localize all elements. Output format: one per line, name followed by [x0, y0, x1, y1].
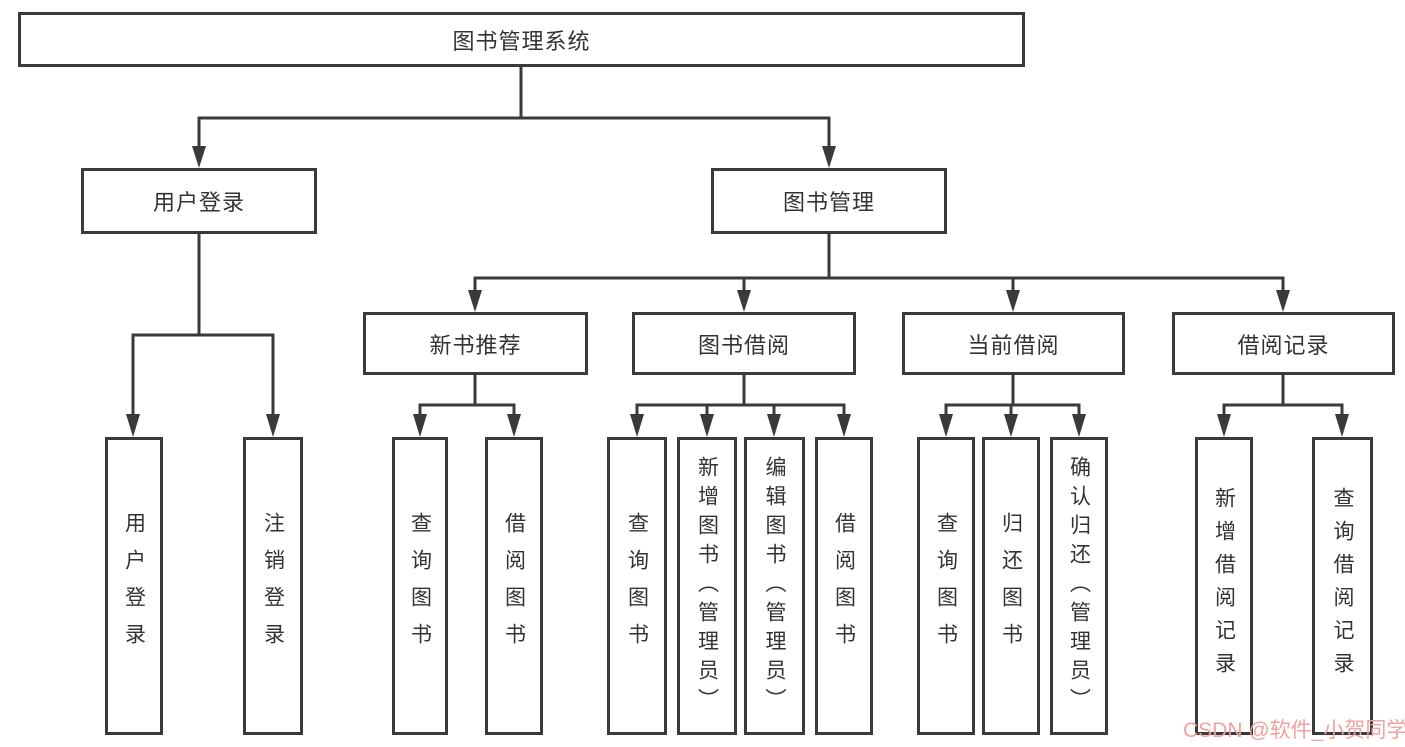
node-user-login: 用户登录 [81, 168, 317, 234]
leaf-logout: 注销登录 [243, 437, 303, 735]
leaf-user-login: 用户登录 [105, 437, 163, 735]
leaf-confirm-return-admin: 确认归还（管理员） [1050, 437, 1108, 735]
leaf-borrow-books-recommend: 借阅图书 [485, 437, 543, 735]
leaf-query-books-borrow: 查询图书 [607, 437, 667, 735]
node-book-management: 图书管理 [711, 168, 947, 234]
leaf-borrow-books: 借阅图书 [815, 437, 873, 735]
arrowheads [126, 146, 1349, 437]
leaf-query-books-recommend: 查询图书 [392, 437, 448, 735]
leaf-query-borrow-record: 查询借阅记录 [1312, 437, 1373, 735]
node-root: 图书管理系统 [18, 12, 1025, 67]
leaf-query-books-current: 查询图书 [917, 437, 975, 735]
node-borrow-records: 借阅记录 [1172, 312, 1395, 375]
watermark: CSDN @软件_小贺同学 [1183, 719, 1405, 742]
node-current-borrow: 当前借阅 [902, 312, 1125, 375]
leaf-return-books: 归还图书 [982, 437, 1040, 735]
leaf-add-book-admin: 新增图书（管理员） [677, 437, 737, 735]
leaf-edit-book-admin: 编辑图书（管理员） [744, 437, 805, 735]
node-book-borrow: 图书借阅 [632, 312, 856, 375]
node-new-book-recommend: 新书推荐 [363, 312, 588, 375]
leaf-add-borrow-record: 新增借阅记录 [1195, 437, 1253, 735]
